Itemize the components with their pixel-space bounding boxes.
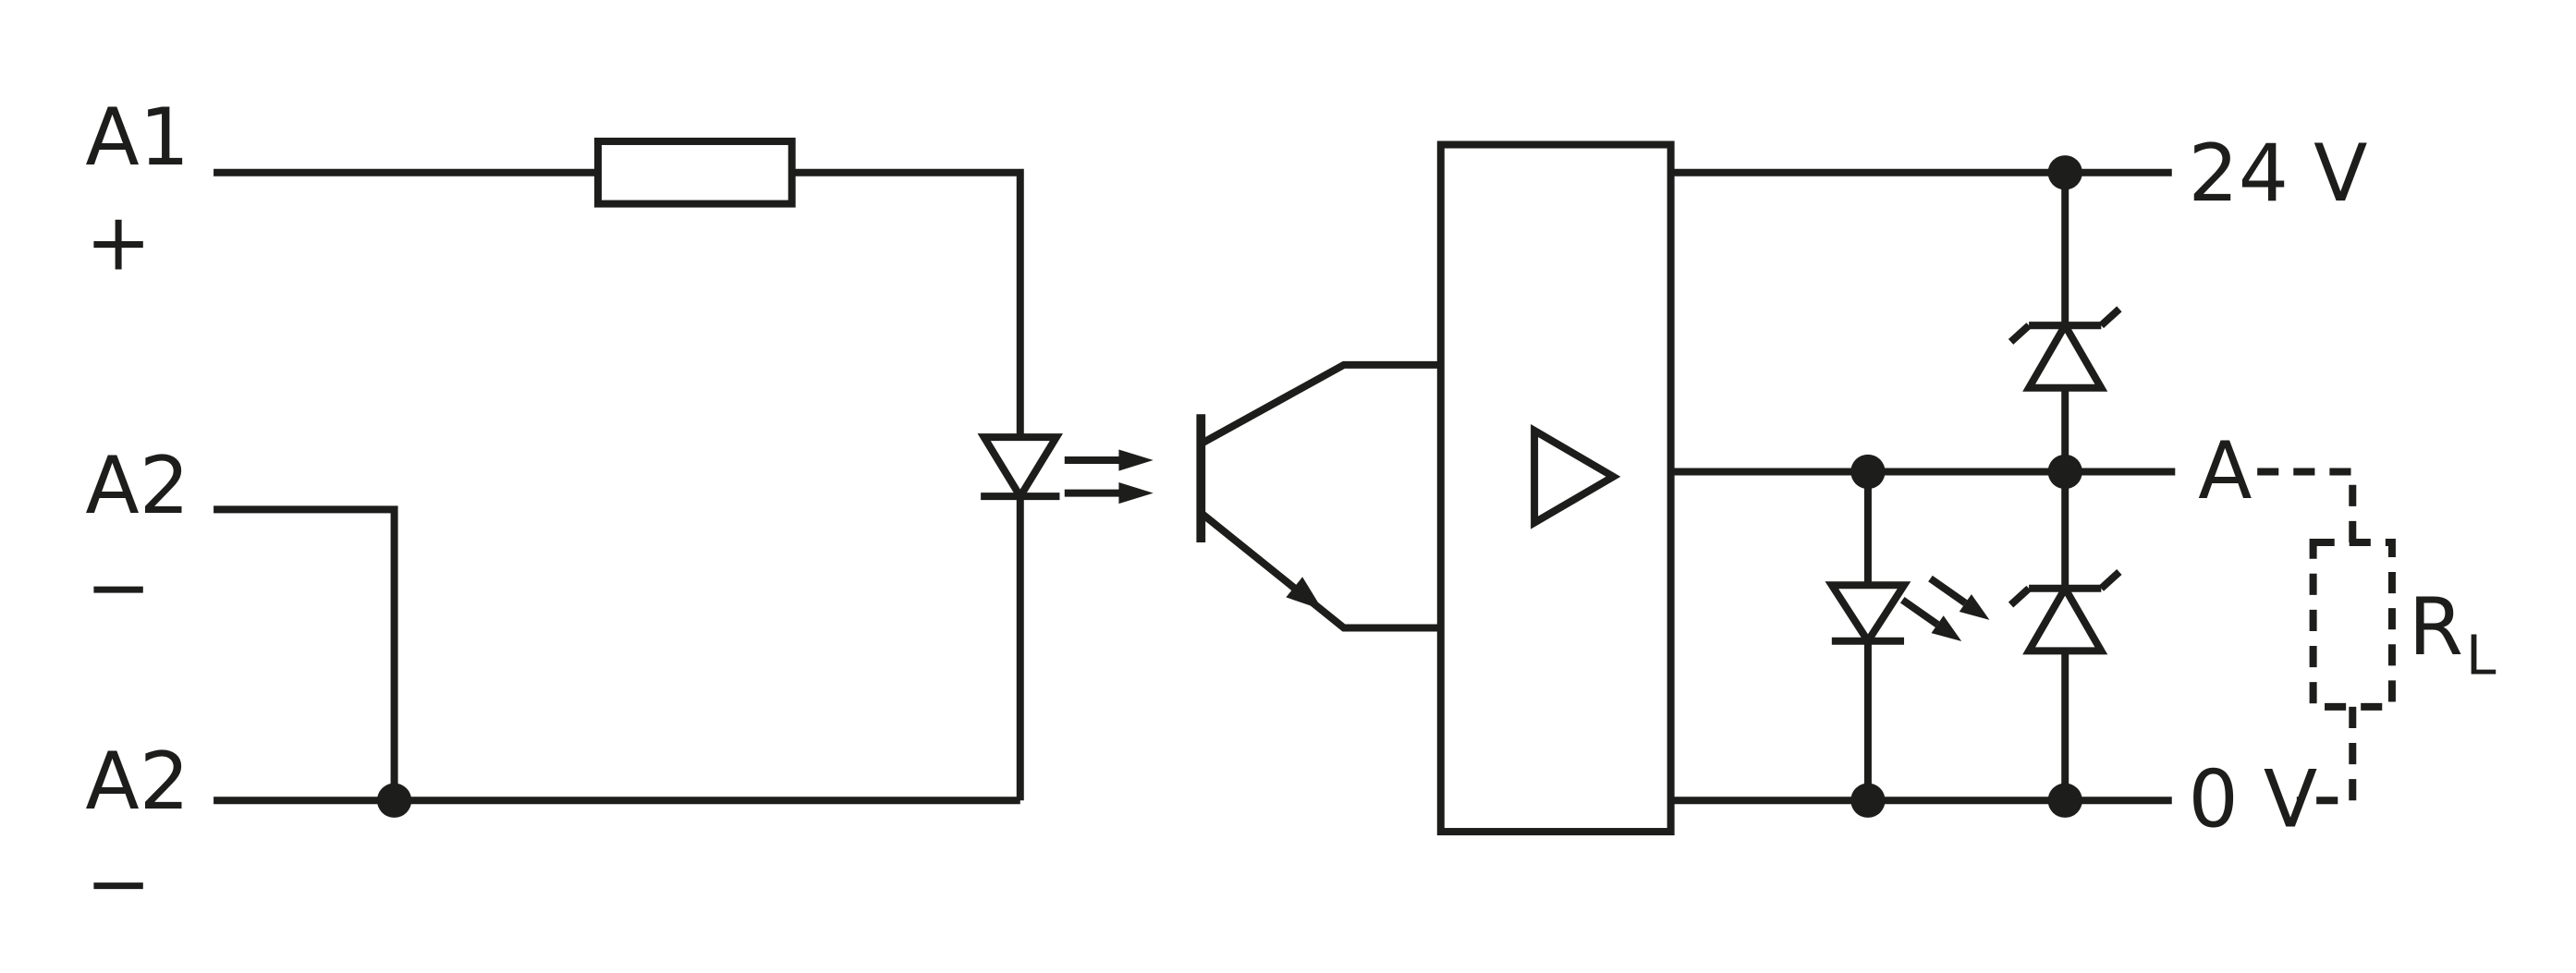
junction-dot-24v bbox=[2047, 155, 2082, 190]
status-led-emission-arrows-icon bbox=[1899, 575, 1990, 642]
series-resistor-symbol bbox=[593, 137, 796, 208]
light-emission-arrows-icon bbox=[1064, 449, 1154, 505]
amplifier-triangle-icon bbox=[1531, 424, 1621, 529]
freewheeling-diode-symbol bbox=[2008, 569, 2122, 655]
freewheel-tail-right bbox=[2098, 569, 2122, 591]
amplifier-box bbox=[1436, 140, 1675, 836]
emission-arrow-head-2 bbox=[1118, 482, 1154, 505]
optocoupler-led-symbol bbox=[977, 433, 1154, 505]
status-arrow-head-2 bbox=[1959, 594, 1990, 620]
junction-dots-output bbox=[1850, 155, 2082, 818]
input-wiring bbox=[214, 168, 1024, 805]
status-arrow-line-2 bbox=[1928, 575, 1968, 606]
zener-tail-right bbox=[2098, 306, 2122, 329]
load-circuit-dashed bbox=[2257, 468, 2396, 805]
supply-label-0v: 0 V bbox=[2189, 755, 2318, 846]
output-label-a: A bbox=[2198, 426, 2252, 517]
phototransistor-symbol bbox=[1196, 360, 1441, 632]
freewheel-triangle bbox=[2022, 580, 2108, 655]
status-arrow-head-1 bbox=[1931, 615, 1962, 642]
freewheel-tail-left bbox=[2008, 585, 2032, 608]
load-resistor-symbol bbox=[2309, 538, 2396, 711]
emission-arrow-head-1 bbox=[1118, 449, 1154, 471]
wire-a1-to-led bbox=[791, 168, 1024, 438]
dashed-wire-load-to-0v bbox=[2296, 706, 2357, 805]
terminal-polarity-a2-bottom: − bbox=[85, 838, 151, 930]
suppressor-diode-symbol bbox=[2008, 306, 2122, 392]
load-resistor-label-subscript: L bbox=[2466, 624, 2497, 687]
terminal-label-a2-mid: A2 bbox=[85, 441, 189, 532]
junction-dot-input bbox=[376, 783, 412, 818]
status-arrow-line-1 bbox=[1899, 596, 1940, 628]
junction-dot-a-2 bbox=[2047, 454, 2082, 490]
status-led-symbol bbox=[1825, 575, 1990, 649]
emitter-arrow-head bbox=[1286, 577, 1323, 610]
terminal-label-a1: A1 bbox=[85, 92, 189, 184]
status-led-triangle bbox=[1825, 581, 1911, 649]
output-wiring bbox=[1670, 168, 2176, 805]
wire-a2-mid bbox=[214, 505, 398, 801]
zener-tail-left bbox=[2008, 322, 2032, 345]
junction-dot-0v-2 bbox=[2047, 783, 2082, 818]
junction-dot-a-1 bbox=[1850, 454, 1886, 490]
supply-label-24v: 24 V bbox=[2189, 128, 2368, 220]
dashed-wire-a-to-load bbox=[2257, 468, 2357, 542]
zener-triangle bbox=[2022, 318, 2108, 392]
transistor-collector bbox=[1199, 360, 1441, 447]
terminal-label-a2-bottom: A2 bbox=[85, 736, 189, 828]
led-triangle bbox=[977, 433, 1064, 504]
load-resistor-label: R bbox=[2409, 582, 2463, 674]
output-amplifier-symbol bbox=[1436, 140, 1675, 836]
terminal-polarity-a2-mid: − bbox=[85, 542, 151, 634]
junction-dot-0v-1 bbox=[1850, 783, 1886, 818]
terminal-polarity-a1: + bbox=[85, 198, 151, 289]
transistor-emitter bbox=[1198, 509, 1441, 632]
